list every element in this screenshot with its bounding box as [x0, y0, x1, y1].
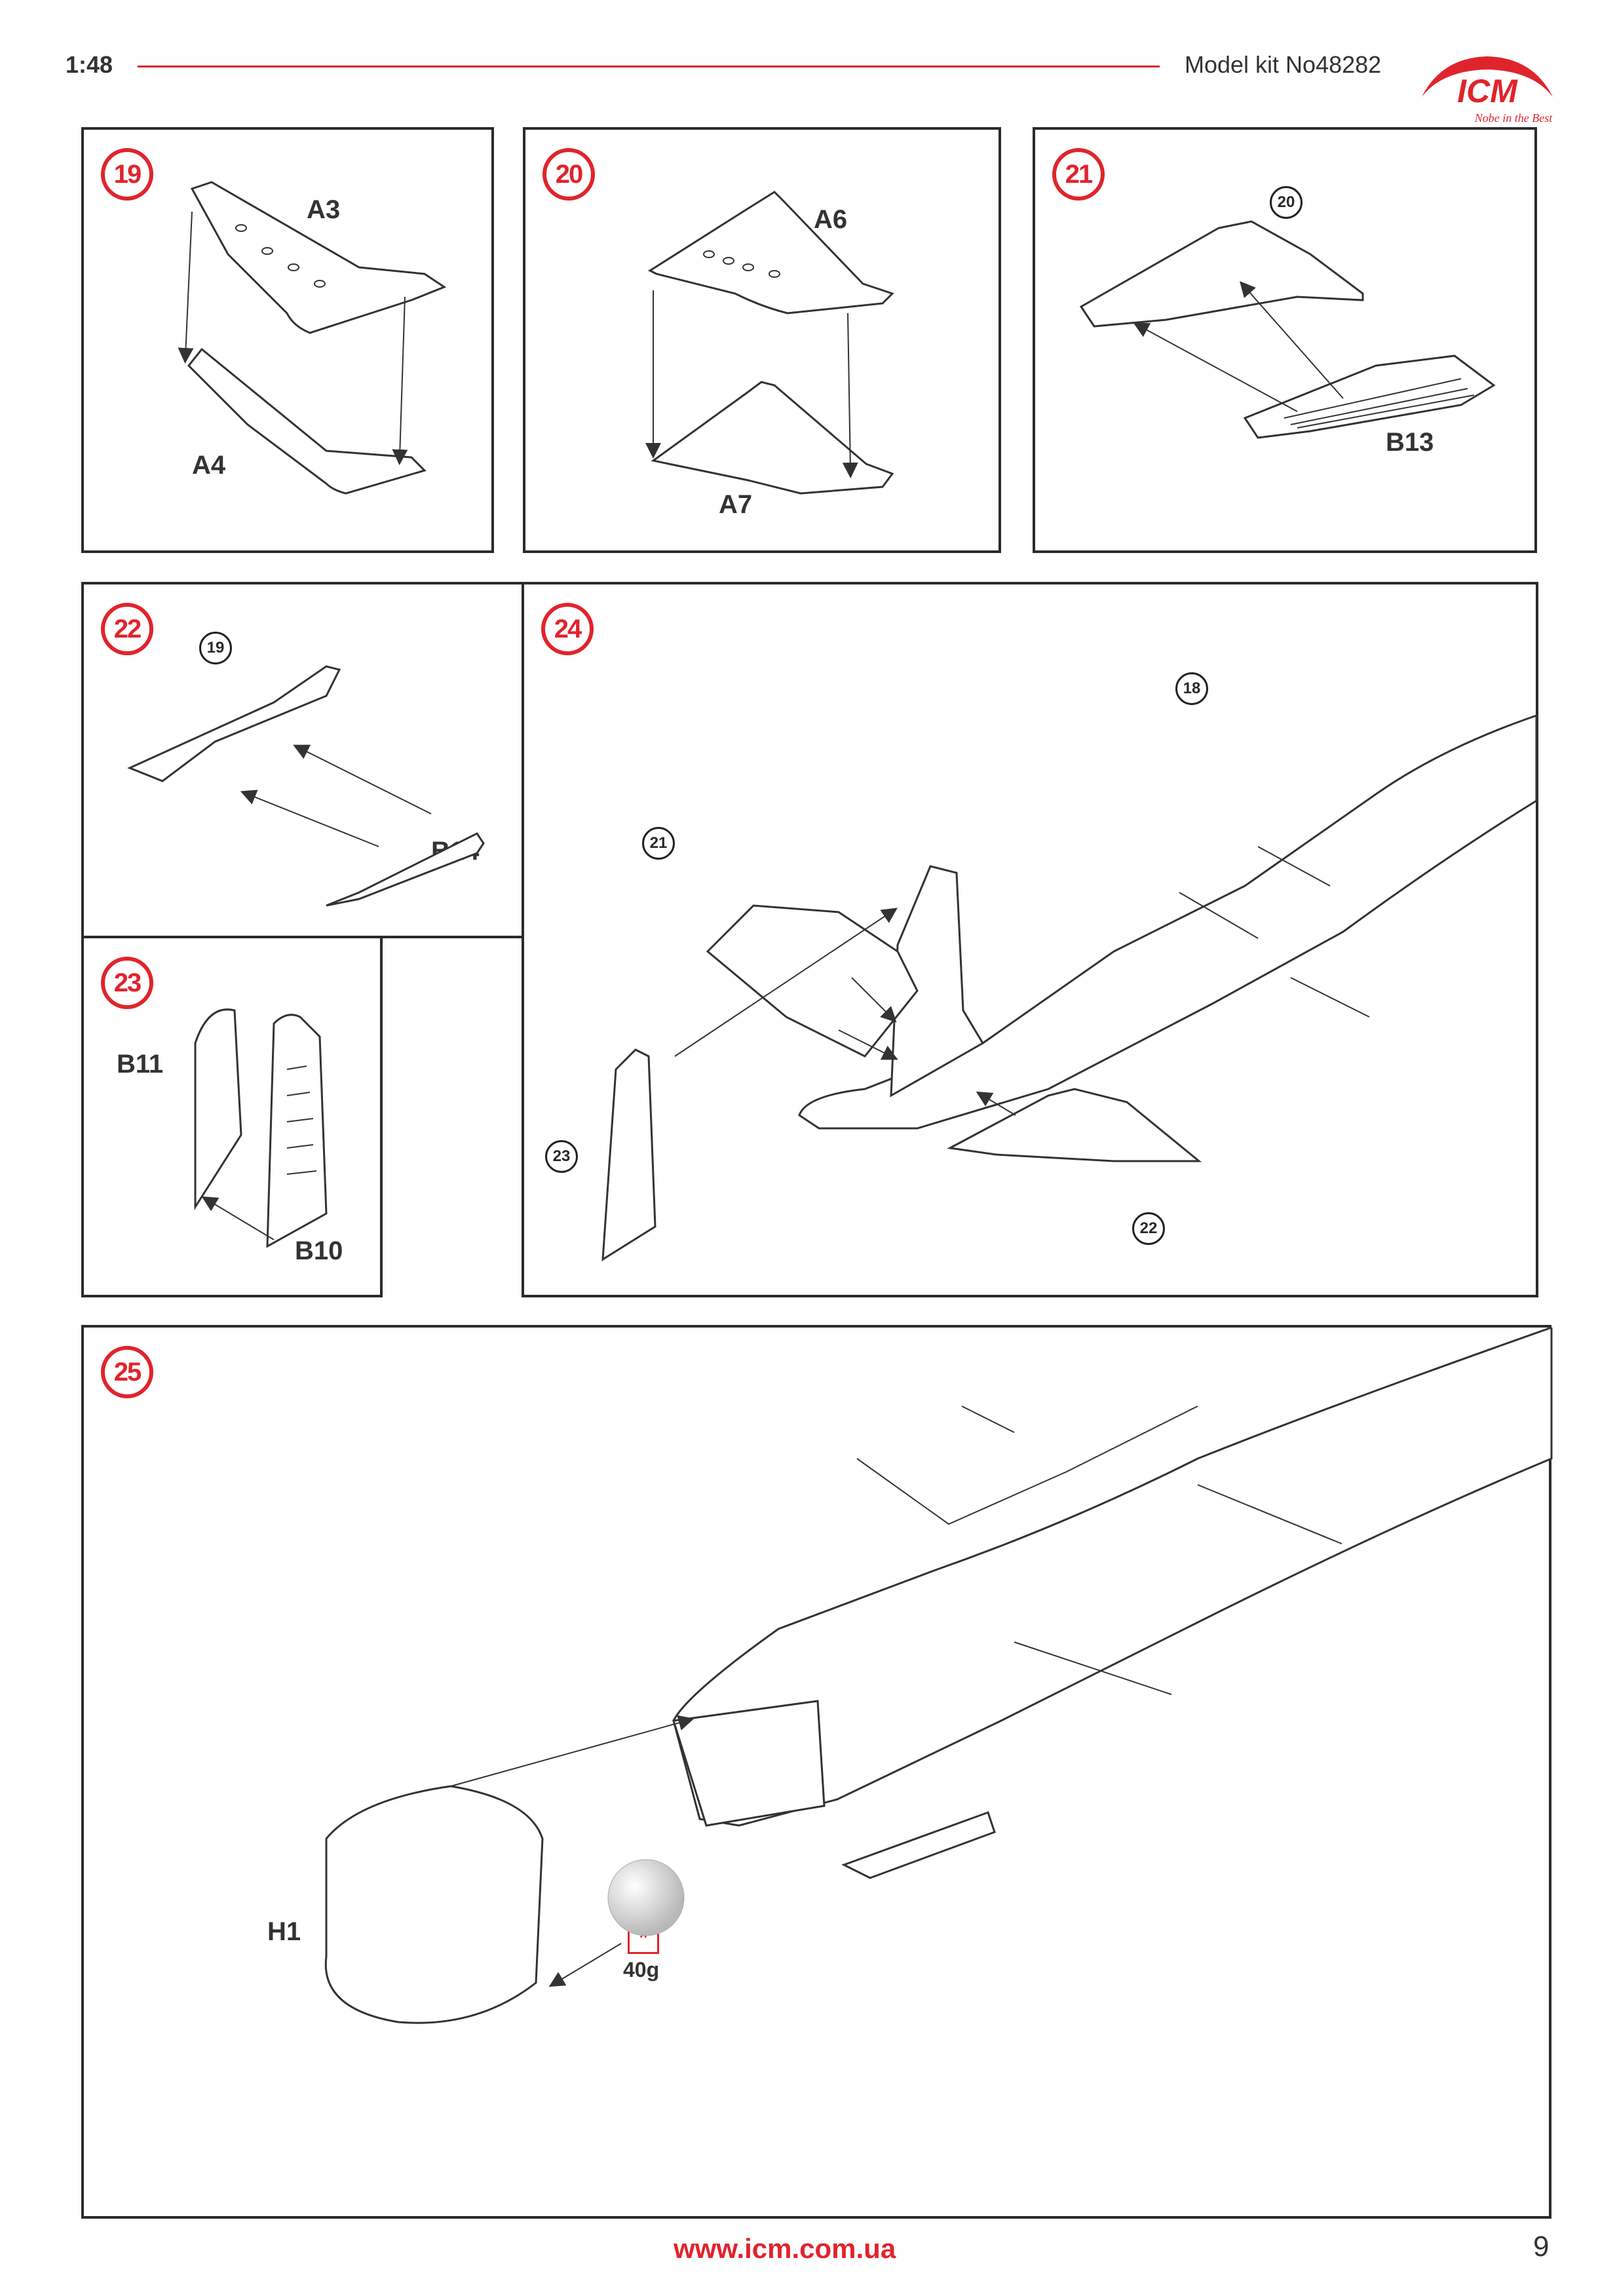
ref-step-22: 22: [1132, 1212, 1165, 1245]
elevator-drawing: [645, 191, 894, 495]
svg-text:Nobe in the Best: Nobe in the Best: [1474, 111, 1553, 124]
header-rule: [138, 66, 1160, 67]
part-label-a6: A6: [814, 205, 848, 234]
page-number: 9: [1533, 2230, 1550, 2263]
elevator-assembly-drawing: [1079, 220, 1496, 439]
fuselage-tail-assembly-drawing: [601, 714, 1538, 1261]
step-number-21: 21: [1052, 148, 1105, 201]
website-url[interactable]: www.icm.com.ua: [674, 2233, 896, 2264]
ref-step-19: 19: [199, 632, 232, 664]
rudder-drawing: [194, 1008, 328, 1248]
nose-assembly-drawing: [324, 1328, 1553, 2024]
step-21-panel: 21 20 B13: [1033, 127, 1537, 553]
part-label-b11: B11: [117, 1050, 164, 1079]
part-label-h1: H1: [267, 1917, 301, 1946]
nose-weight-label: 40g: [623, 1958, 660, 1981]
step-number-23: 23: [101, 957, 153, 1009]
ref-step-20: 20: [1270, 186, 1303, 219]
step-25-panel: 25 H1 * 40g: [81, 1325, 1553, 2219]
icm-logo: ICM Nobe in the Best: [1415, 51, 1559, 130]
part-label-b10: B10: [295, 1236, 343, 1265]
ref-step-18: 18: [1175, 672, 1208, 705]
step-number-22: 22: [101, 603, 153, 655]
step-number-19: 19: [101, 148, 153, 201]
step-number-24: 24: [541, 603, 594, 655]
stabilizer-drawing: [178, 181, 447, 495]
step-24-panel: 24 18 21 23 22: [522, 582, 1538, 1297]
svg-text:ICM: ICM: [1457, 73, 1518, 109]
step-20-panel: 20 A6 A7: [523, 127, 1001, 553]
part-label-b13: B13: [1386, 428, 1434, 457]
step-23-panel: 23 B11 B10: [81, 936, 383, 1297]
part-label-a3: A3: [307, 195, 341, 224]
step-number-25: 25: [101, 1346, 153, 1398]
scale-label: 1:48: [66, 51, 113, 78]
step-19-panel: 19 A3 A4: [81, 127, 494, 553]
part-label-a7: A7: [719, 490, 753, 519]
stabilizer-assembly-drawing: [127, 665, 485, 907]
ref-step-23: 23: [545, 1140, 578, 1173]
step-22-panel: 22 19 B14: [81, 582, 524, 938]
step-number-20: 20: [542, 148, 595, 201]
ref-step-21: 21: [642, 827, 675, 860]
part-label-a4: A4: [192, 451, 226, 480]
kit-number: Model kit No48282: [1185, 51, 1382, 78]
